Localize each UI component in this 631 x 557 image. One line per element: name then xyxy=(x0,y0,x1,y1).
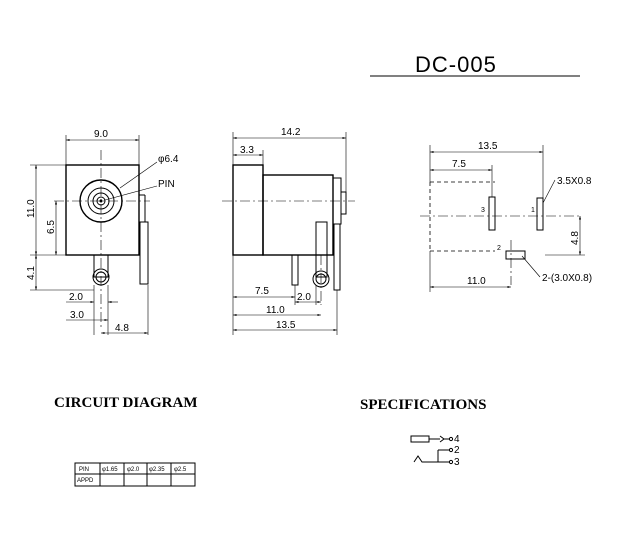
dim-hole-height: 6.5 xyxy=(46,220,57,234)
table-header-appd: APPD xyxy=(77,478,94,484)
dim-pin-a: 2.0 xyxy=(69,292,83,303)
pin-label: PIN xyxy=(158,179,175,190)
dim-pin-b: 3.0 xyxy=(70,310,84,321)
schematic-pin3: 3 xyxy=(454,457,460,468)
pin1-label: 1 xyxy=(531,207,535,214)
dim-pin-c: 4.8 xyxy=(115,323,129,334)
pcb-layout: 3 1 2 13.5 7.5 3.5X0.8 4.8 2-(3.0X0.8) 1… xyxy=(420,141,592,292)
dim-front-len: 3.3 xyxy=(240,145,254,156)
dim-length: 14.2 xyxy=(281,127,301,138)
pin2-label: 2 xyxy=(497,245,501,252)
pin3-label: 3 xyxy=(481,207,485,214)
dim-width: 9.0 xyxy=(94,129,108,140)
circuit-schematic: 4 2 3 xyxy=(410,434,460,468)
table-cell-d25: φ2.5 xyxy=(174,467,187,473)
front-view: 9.0 11.0 6.5 4.1 2.0 3.0 4.8 φ6.4 PIN xyxy=(26,129,179,335)
pcb-dim-bottom: 11.0 xyxy=(467,276,486,287)
table-cell-d20: φ2.0 xyxy=(127,467,140,473)
dim-d3: 11.0 xyxy=(266,305,285,316)
circuit-diagram-heading: CIRCUIT DIAGRAM xyxy=(54,395,197,411)
pcb-pad2-label: 2-(3.0X0.8) xyxy=(542,273,592,284)
table-cell-d165: φ1.65 xyxy=(102,467,118,473)
pcb-dim-offset: 7.5 xyxy=(452,159,466,170)
dim-d1: 7.5 xyxy=(255,286,269,297)
dim-d4: 13.5 xyxy=(276,320,296,331)
pcb-dim-height: 4.8 xyxy=(570,231,581,245)
table-cell-d235: φ2.35 xyxy=(149,467,165,473)
diameter-label: φ6.4 xyxy=(158,154,179,165)
pcb-slot1-label: 3.5X0.8 xyxy=(557,176,592,187)
schematic-pin4: 4 xyxy=(454,434,460,445)
table-header-pin: PIN xyxy=(79,467,89,473)
specifications-heading: SPECIFICATIONS xyxy=(360,397,486,413)
dim-height: 11.0 xyxy=(26,199,37,218)
dim-lower: 4.1 xyxy=(26,266,37,280)
pin-table: PIN φ1.65 φ2.0 φ2.35 φ2.5 APPD xyxy=(74,462,196,487)
pcb-dim-length: 13.5 xyxy=(478,141,498,152)
schematic-pin2: 2 xyxy=(454,445,460,456)
drawing-title: DC-005 xyxy=(415,52,497,77)
side-view: 14.2 3.3 7.5 2.0 11.0 13.5 xyxy=(222,127,355,335)
dim-d2: 2.0 xyxy=(297,292,311,303)
